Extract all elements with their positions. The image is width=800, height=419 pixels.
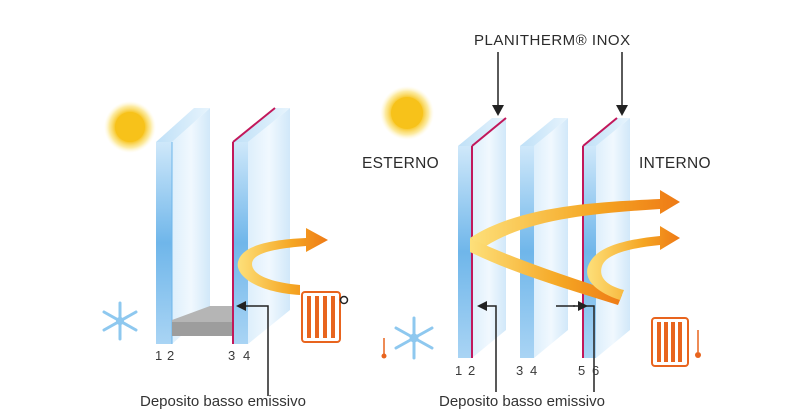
right-heat-arrows (470, 190, 680, 305)
product-pointer-1 (492, 52, 504, 116)
left-caption-pointer (236, 301, 269, 396)
left-surface-number-4: 4 (243, 348, 250, 363)
snowflake-icon (102, 301, 138, 341)
right-caption-pointers (477, 301, 595, 392)
right-surface-number-3: 3 (516, 363, 523, 378)
sun-icon (104, 101, 156, 153)
right-surface-number-1: 1 (455, 363, 462, 378)
left-surface-number-3: 3 (228, 348, 235, 363)
sun-icon (380, 86, 434, 140)
right-surface-number-6: 6 (592, 363, 599, 378)
right-surface-number-5: 5 (578, 363, 585, 378)
left-surface-number-2: 2 (167, 348, 174, 363)
right-surface-number-2: 2 (468, 363, 475, 378)
thermometer-icon (381, 338, 387, 359)
right-pane-2 (520, 118, 568, 358)
right-caption: Deposito basso emissivo (439, 393, 605, 410)
left-double-glazing: 1 2 3 4 Deposito basso emissivo (102, 101, 349, 410)
left-caption: Deposito basso emissivo (140, 393, 306, 410)
outside-label: ESTERNO (362, 155, 439, 172)
inside-label: INTERNO (639, 155, 711, 172)
radiator-icon (651, 317, 689, 367)
right-triple-glazing: PLANITHERM® INOX ESTERNO INTERNO (362, 32, 711, 410)
left-heat-arrow (237, 228, 328, 295)
thermometer-icon (695, 330, 701, 358)
radiator-icon (301, 291, 349, 343)
left-outer-pane (156, 108, 210, 344)
right-surface-number-4: 4 (530, 363, 537, 378)
product-pointer-2 (616, 52, 628, 116)
left-inner-pane (232, 107, 290, 344)
right-pane-3 (582, 117, 630, 358)
left-surface-number-1: 1 (155, 348, 162, 363)
product-label: PLANITHERM® INOX (474, 32, 631, 49)
snowflake-icon (394, 316, 434, 360)
